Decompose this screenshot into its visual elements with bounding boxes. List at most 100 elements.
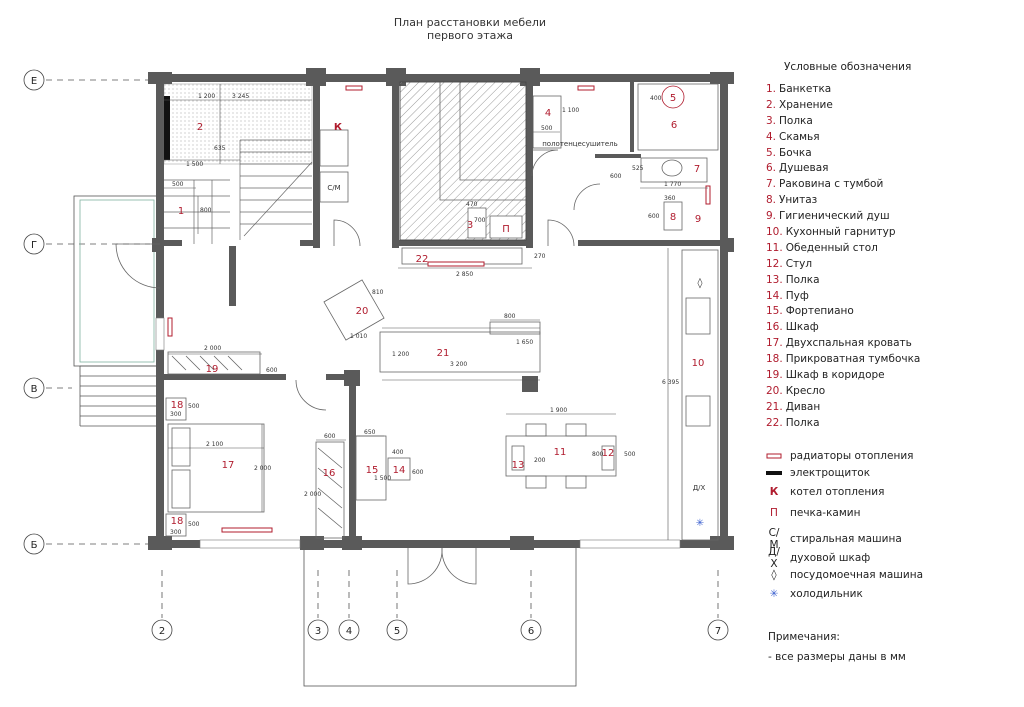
legend-item-label: Полка — [785, 416, 820, 429]
dim-1500: 1 500 — [186, 161, 203, 168]
axis-label-6: 6 — [528, 626, 534, 637]
legend-item-label: Полка — [785, 273, 820, 286]
item-17-bed — [167, 423, 265, 513]
legend-item: 8.Унитаз — [766, 194, 1016, 210]
dim-270: 270 — [534, 253, 546, 260]
stove-mark: П — [502, 224, 510, 235]
legend-symbol-fridge: ✳ холодильник — [766, 588, 863, 600]
dim-300b: 300 — [170, 529, 182, 536]
legend-item-label: Кухонный гарнитур — [785, 226, 896, 239]
legend-item-label: Прикроватная тумбочка — [785, 353, 921, 366]
oven-mark: Д/Х — [693, 484, 706, 492]
dim-500c: 500 — [624, 451, 636, 458]
label-18b: 18 — [171, 516, 184, 527]
dim-1500b: 1 500 — [374, 475, 391, 482]
legend-item: 5.Бочка — [766, 147, 1016, 163]
axis-bubble-3 — [307, 619, 329, 641]
axis-label-7: 7 — [715, 626, 721, 637]
axis-bubble-b — [23, 533, 45, 555]
item-20-armchair — [323, 279, 385, 341]
legend-item: 18.Прикроватная тумбочка — [766, 353, 1016, 369]
legend-symbol-label: электрощиток — [790, 467, 871, 479]
dim-500a: 500 — [172, 181, 184, 188]
legend-symbol-label: радиаторы отопления — [790, 450, 914, 462]
axis-lines — [46, 79, 719, 618]
dishwasher-symbol: ◊ — [771, 569, 777, 581]
dim-800c: 800 — [592, 451, 604, 458]
legend-item-label: Двухспальная кровать — [785, 337, 912, 350]
item-11-table — [505, 435, 617, 477]
legend-item: 19.Шкаф в коридоре — [766, 369, 1016, 385]
item-3-shelf — [467, 207, 487, 239]
dim-600e: 600 — [324, 433, 336, 440]
legend-item-label: Диван — [785, 400, 821, 413]
legend-item-label: Обеденный стол — [785, 241, 878, 254]
legend-item-label: Гигиенический душ — [779, 210, 890, 223]
bed-pillow-2 — [171, 469, 191, 509]
bed-pillow-1 — [171, 427, 191, 467]
electrical-panel — [164, 96, 170, 160]
terrace-south — [303, 545, 577, 687]
dim-525: 525 — [632, 165, 644, 172]
dim-600d: 600 — [412, 469, 424, 476]
notes-heading: Примечания: — [768, 631, 840, 643]
label-14: 14 — [393, 465, 406, 476]
staircase — [163, 83, 313, 244]
chair-2 — [565, 423, 587, 437]
dim-600a: 600 — [648, 213, 660, 220]
dim-1010: 1 010 — [350, 333, 367, 340]
label-5: 5 — [670, 93, 676, 104]
legend-item: 11.Обеденный стол — [766, 242, 1016, 258]
item-19-wardrobe — [167, 351, 261, 375]
legend-item: 1.Банкетка — [766, 83, 1016, 99]
dim-500b: 500 — [541, 125, 553, 132]
legend-heading: Условные обозначения — [784, 61, 912, 73]
notes-text: - все размеры даны в мм — [768, 651, 906, 663]
legend-item-number: 9. — [766, 210, 777, 223]
fridge-symbol: ✳ — [769, 588, 779, 600]
legend-symbol-label: котел отопления — [790, 486, 885, 498]
legend-item-label: Кресло — [785, 384, 826, 397]
chair-4 — [565, 475, 587, 489]
label-9: 9 — [695, 214, 701, 225]
item-14-pouf — [387, 457, 411, 481]
legend-item-number: 21. — [766, 400, 783, 413]
dim-1900: 1 900 — [550, 407, 567, 414]
legend-item: 13.Полка — [766, 274, 1016, 290]
washing-machine-box — [319, 171, 349, 203]
dim-500e: 500 — [188, 521, 200, 528]
label-11: 11 — [554, 447, 567, 458]
legend-item: 22.Полка — [766, 417, 1016, 433]
axis-label-5: 5 — [394, 626, 400, 637]
legend-item-label: Унитаз — [779, 194, 818, 207]
legend-list: 1.Банкетка 2.Хранение 3.Полка 4.Скамья 5… — [766, 83, 1016, 433]
dim-2100: 2 100 — [206, 441, 223, 448]
item-16-wardrobe — [315, 441, 345, 539]
legend-item-number: 22. — [766, 416, 783, 429]
legend-item-label: Полка — [779, 114, 813, 127]
item-7-sink — [640, 157, 708, 183]
legend-item-label: Хранение — [779, 98, 833, 111]
plan-title: План расстановки мебели первого этажа — [330, 16, 610, 42]
legend-item: 20.Кресло — [766, 385, 1016, 401]
axis-label-v: В — [31, 384, 38, 395]
radiator-swatch — [766, 450, 782, 462]
legend-symbol-label: посудомоечная машина — [790, 569, 924, 581]
dim-200: 200 — [534, 457, 546, 464]
legend-item-number: 7. — [766, 178, 777, 191]
oven-symbol: Д/Х — [768, 546, 780, 570]
legend-item-label: Фортепиано — [785, 305, 854, 318]
terrace-west-inner — [79, 199, 155, 363]
legend-item: 15.Фортепиано — [766, 305, 1016, 321]
legend-item: 2.Хранение — [766, 99, 1016, 115]
dim-1200: 1 200 — [198, 93, 215, 100]
legend-item-number: 5. — [766, 146, 777, 159]
washing-machine-mark: С/М — [327, 184, 340, 192]
dim-1100: 1 100 — [562, 107, 579, 114]
dim-470: 470 — [466, 201, 478, 208]
sink-bowl — [661, 159, 683, 177]
dim-1200b: 1 200 — [392, 351, 409, 358]
axis-bubble-v — [23, 377, 45, 399]
legend-symbol-label: стиральная машина — [790, 533, 902, 545]
legend-item-number: 2. — [766, 98, 777, 111]
